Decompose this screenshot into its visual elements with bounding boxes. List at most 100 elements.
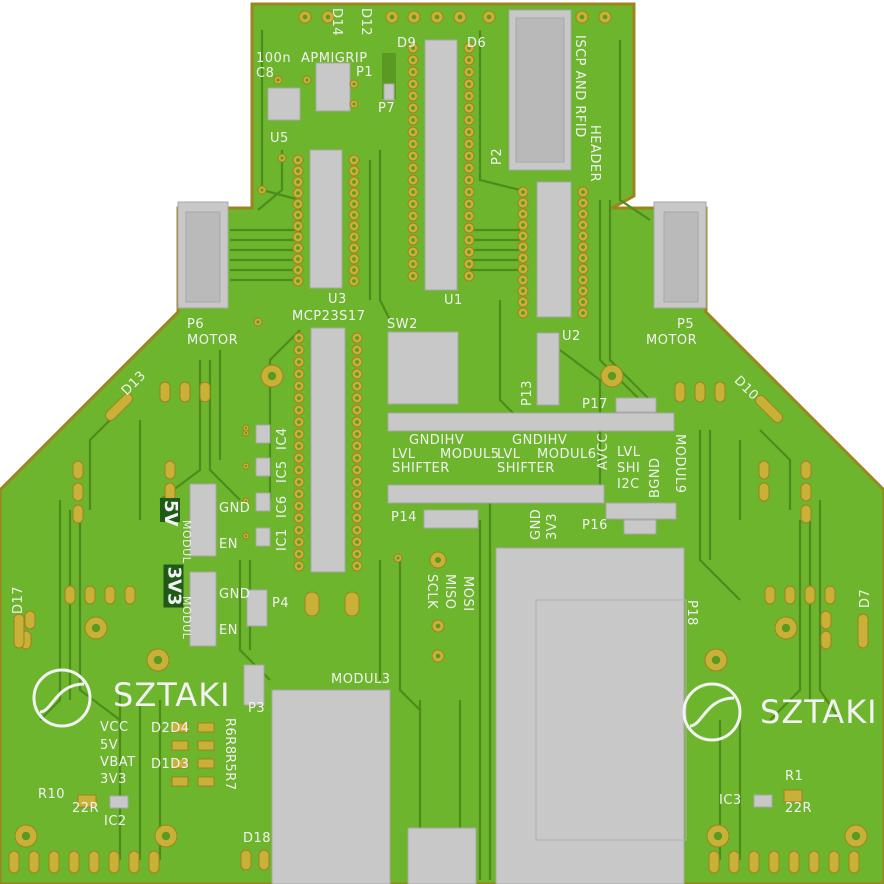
pad-hole	[296, 246, 300, 250]
label-p5: P5	[677, 317, 695, 332]
label-d7: D7	[858, 588, 873, 608]
pad-hole	[296, 224, 300, 228]
oval-pad	[804, 585, 816, 605]
label-ic3: IC3	[719, 793, 742, 808]
trace	[559, 349, 602, 500]
pad-hole	[355, 348, 359, 352]
pad-hole	[302, 14, 308, 20]
oval-pad	[784, 585, 796, 605]
pad-hole	[260, 188, 264, 192]
sztaki-logo-right-ring	[682, 682, 742, 742]
pad-hole	[467, 58, 471, 62]
label-d6: D6	[467, 36, 487, 51]
label-ic5: IC5	[275, 460, 290, 483]
smd-pad	[171, 740, 189, 751]
label-iscp-rfid: ISCP AND RFID	[572, 35, 587, 138]
pad-hole	[297, 372, 301, 376]
u1-body	[424, 39, 458, 291]
label-gnd-right: GND	[529, 508, 544, 540]
pad-hole	[297, 564, 301, 568]
trace	[618, 40, 651, 221]
pad-hole	[244, 464, 248, 468]
label-u5: U5	[270, 131, 289, 146]
label-modul-3v3: MODUL	[180, 596, 193, 640]
pad-hole	[579, 14, 585, 20]
trace	[818, 500, 841, 721]
trace	[598, 200, 641, 401]
pad-hole	[352, 158, 356, 162]
oval-pad	[764, 585, 776, 605]
pad-hole	[521, 278, 525, 282]
pad-hole	[521, 223, 525, 227]
label-d1d3: D1D3	[151, 757, 190, 772]
trace	[39, 500, 62, 721]
pad-hole	[267, 371, 277, 381]
p6-inner	[185, 211, 221, 303]
label-d18: D18	[243, 831, 272, 846]
trace	[398, 560, 421, 711]
pad-hole	[296, 169, 300, 173]
pad-hole	[467, 214, 471, 218]
label-modul6: MODUL6	[537, 447, 597, 462]
pad-hole	[521, 267, 525, 271]
pad-hole	[296, 202, 300, 206]
pad-hole	[297, 444, 301, 448]
label-vcc: VCC	[100, 720, 129, 735]
pad-hole	[297, 348, 301, 352]
pad-hole	[297, 552, 301, 556]
label-u1: U1	[444, 293, 463, 308]
pad-hole	[602, 14, 608, 20]
d17-led	[13, 613, 25, 649]
pad-hole	[355, 528, 359, 532]
pad-hole	[411, 118, 415, 122]
label-miso: MISO	[442, 574, 457, 610]
pad-hole	[581, 289, 585, 293]
pad-hole	[467, 154, 471, 158]
label-en-3v3: EN	[219, 623, 238, 638]
pad-hole	[355, 396, 359, 400]
pad-hole	[352, 235, 356, 239]
modul3-body	[271, 689, 391, 884]
oval-pad	[258, 849, 270, 871]
pad-hole	[297, 468, 301, 472]
trace	[759, 429, 792, 510]
oval-pad	[820, 610, 832, 630]
bottom-pin	[108, 850, 120, 874]
label-mcp23s17: MCP23S17	[292, 309, 366, 324]
pad-hole	[296, 257, 300, 261]
pad-hole	[521, 201, 525, 205]
bottom-pin	[828, 850, 840, 874]
trace	[769, 520, 802, 721]
components	[8, 9, 869, 884]
pad-hole	[411, 14, 417, 20]
u2-body	[536, 181, 572, 318]
pad-hole	[581, 278, 585, 282]
oval-pad	[179, 381, 191, 403]
pad-hole	[297, 360, 301, 364]
oval-pad	[800, 460, 812, 480]
apmigrip-body	[315, 62, 351, 112]
label-motor-left: MOTOR	[187, 333, 239, 348]
small-ic	[255, 527, 271, 547]
pad-hole	[297, 336, 301, 340]
pad-hole	[297, 408, 301, 412]
oval-pad	[64, 585, 76, 605]
label-c8-value: 100n	[256, 51, 292, 66]
label-p16: P16	[582, 518, 608, 533]
bottom-pin	[768, 850, 780, 874]
pad-hole	[296, 268, 300, 272]
pad-hole	[581, 190, 585, 194]
pad-hole	[467, 130, 471, 134]
label-r1: R1	[785, 769, 804, 784]
oval-pad	[72, 504, 84, 524]
pad-hole	[435, 623, 441, 629]
label-r1-value: 22R	[785, 801, 813, 816]
module-strip-top	[387, 412, 675, 432]
pad-hole	[389, 14, 395, 20]
small-ic	[255, 424, 271, 444]
p5-inner	[663, 211, 699, 303]
oval-pad	[199, 381, 211, 403]
pad-hole	[244, 499, 248, 503]
pad-hole	[355, 384, 359, 388]
label-5v: 5V	[100, 738, 119, 753]
